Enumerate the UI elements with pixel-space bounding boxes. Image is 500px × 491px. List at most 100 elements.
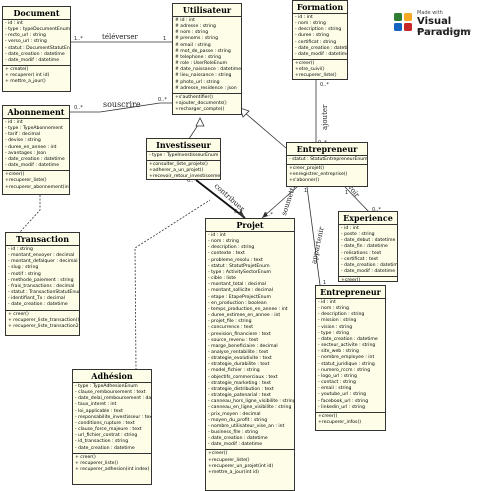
attribute: - id : int	[295, 15, 313, 20]
class-name: Transaction	[6, 233, 79, 246]
method: +recuperer_abonnement(int id)	[5, 184, 70, 190]
attribute: - date_debut : datetime	[341, 238, 396, 244]
attribute: - duree_estimee_en_annee : int	[208, 313, 281, 319]
attributes-section: - type : TypeAdhesionEnum- clause_rembou…	[73, 383, 151, 454]
watermark-line1: Made with	[417, 10, 443, 16]
attribute: # photo_url : string	[175, 79, 220, 85]
attribute: - email : string	[318, 386, 352, 392]
attribute: - prix_moyen : decimal	[208, 411, 261, 417]
method: + creer()	[8, 311, 29, 317]
method: + recuperer_adhesion(int index)	[75, 467, 150, 473]
attribute: - type : typeDocumentEnum	[5, 27, 71, 33]
attributes-section: - id : int- poste : string- date_debut :…	[339, 225, 398, 278]
attribute: - business_file : string	[208, 430, 259, 435]
mult-appartenir-top: 1	[304, 188, 308, 194]
attribute: - strategie_patenarial : text	[208, 393, 271, 399]
attributes-section: - id : int- nom : string- description : …	[316, 299, 385, 413]
label-ajouter: ajouter	[321, 104, 329, 130]
class-abonnement[interactable]: Abonnement- id : int- type : TypeAbonnem…	[2, 105, 70, 195]
attribute: - concurrence : text	[208, 325, 254, 331]
class-entrepreneur[interactable]: Entrepreneur- id : int- nom : string- de…	[315, 285, 386, 431]
method: + recuperer_liste_transaction()	[8, 317, 80, 323]
attribute: - montant_envoyer : decimal	[8, 253, 75, 259]
attribute: - date_creation : datetime	[341, 262, 398, 268]
class-projet[interactable]: Projet- id : int- nom : string- descript…	[205, 218, 295, 491]
mult-abonnement-right: 0..*	[158, 97, 167, 103]
attribute: # email : string	[175, 42, 211, 48]
attribute: - source_revenu : text	[208, 337, 259, 343]
attribute: - statut : StatutEntrepreneurEnum	[289, 157, 368, 162]
attribute: - poste : string	[341, 232, 375, 238]
method: +recuperer_un_projet(int id)	[208, 463, 274, 469]
attribute: - url_fichier_contrat : string	[75, 433, 138, 439]
attribute: - marge_beneficiaire : decimal	[208, 343, 278, 349]
attribute: - date_creation : datetime	[318, 336, 378, 342]
class-adhesion[interactable]: Adhésion- type : TypeAdhesionEnum- claus…	[72, 369, 152, 485]
attribute: - etape : EtapeProjectEnum	[208, 294, 271, 300]
attributes-section: - id : int- nom : string- description : …	[206, 232, 294, 451]
attribute: - identifiant_Tx : decimal	[8, 296, 65, 302]
methods-section: +creer()+recuperer_liste()+recuperer_un_…	[206, 450, 294, 477]
attribute: - description : string	[318, 312, 365, 318]
class-name: Formation	[293, 1, 347, 14]
method: + recuperer( int id)	[5, 73, 50, 79]
attribute: - date_creation : datetime	[75, 445, 135, 451]
assoc-contribuer-line	[195, 179, 246, 219]
assoc-soumettre-line	[261, 186, 298, 219]
attribute: - secteur_activite : string	[318, 343, 376, 349]
method: +creer()	[5, 172, 25, 178]
methods-section: +creer()+recuperer_infos()	[316, 413, 385, 427]
method: +enregistrer_entreprise()	[289, 172, 348, 178]
attribute: - date_modif : datetime	[5, 163, 60, 169]
attribute: - analyse_rentabilite : text	[208, 349, 269, 355]
methods-section: + creer()+ recuperer_liste()+ recuperer_…	[73, 454, 151, 474]
mult-doc-left: 1..*	[74, 36, 83, 42]
attribute: - linkedin_url : string	[318, 404, 366, 410]
attribute: - temps_production_en_annee : int	[208, 306, 288, 312]
class-name: Projet	[206, 219, 294, 232]
assoc-souscrire-line	[70, 102, 172, 113]
method: +recuperer_infos()	[318, 419, 362, 425]
class-formation[interactable]: Formation- id : int- nom : string- descr…	[292, 0, 348, 80]
mult-investisseur-bottom: 0..*	[234, 209, 243, 215]
attributes-section: - id : int- nom : string- description : …	[293, 14, 347, 61]
mult-abonnement-left: 0..*	[74, 105, 83, 111]
attribute: - montant_total : decimal	[208, 282, 267, 288]
attribute: - probleme_resolu : text	[208, 257, 263, 263]
attribute: - id : int	[318, 300, 336, 305]
class-name: Experience	[339, 212, 397, 225]
class-investisseur[interactable]: Investisseur- type : TypeInvestisseurEnu…	[146, 138, 221, 180]
class-utilisateur[interactable]: Utilisateur# id : int# adresse : string#…	[172, 3, 242, 115]
attribute: - id : string	[8, 247, 33, 252]
attribute: - loi_applicable : text	[75, 408, 123, 414]
attribute: - nom : string	[295, 21, 326, 27]
class-document[interactable]: Document- id : int- type : typeDocumentE…	[2, 6, 71, 92]
attributes-section: - type : TypeInvestisseurEnum	[147, 152, 220, 162]
watermark-line2: Visual Paradigm	[417, 16, 471, 38]
attribute: - id : int	[208, 233, 226, 238]
methods-section: +s'authentifier()+ajouter_documents()+re…	[173, 94, 241, 114]
attribute: - motif : string	[8, 271, 41, 277]
class-experience[interactable]: Experience- id : int- poste : string- da…	[338, 211, 398, 282]
attribute: - duree : string	[295, 33, 330, 39]
attribute: - conditions_rupture : text	[75, 420, 135, 426]
attribute: - canneau_en_ligne_visibilite : string	[208, 405, 292, 411]
attribute: - certificat : text	[341, 256, 379, 262]
method: +etre_suivi()	[295, 67, 325, 73]
class-transaction[interactable]: Transaction- id : string- montant_envoye…	[5, 232, 80, 336]
attribute: - certificat : string	[295, 39, 337, 45]
attribute: - model_fichier : string	[208, 368, 260, 374]
class-name: Entrepreneur	[287, 143, 367, 156]
class-name: Entrepreneur	[316, 286, 385, 299]
assoc-appartenir-line	[306, 186, 321, 286]
attribute: - duree_en_annee : int	[5, 144, 57, 150]
attribute: - clause_remboursement : text	[75, 390, 146, 396]
attributes-section: - id : int- type : typeDocumentEnum- rec…	[3, 20, 71, 67]
attribute: - description : string	[295, 27, 342, 33]
attribute: # date_naissance : datetime	[175, 67, 242, 73]
method: +recuperer_liste()	[208, 457, 250, 463]
visual-paradigm-watermark: Made with Visual Paradigm For non-commer…	[393, 8, 497, 38]
attribute: - prevision_financiere : text	[208, 331, 271, 337]
class-entrepreneur-utilisateur[interactable]: Entrepreneur- statut : StatutEntrepreneu…	[286, 142, 368, 187]
